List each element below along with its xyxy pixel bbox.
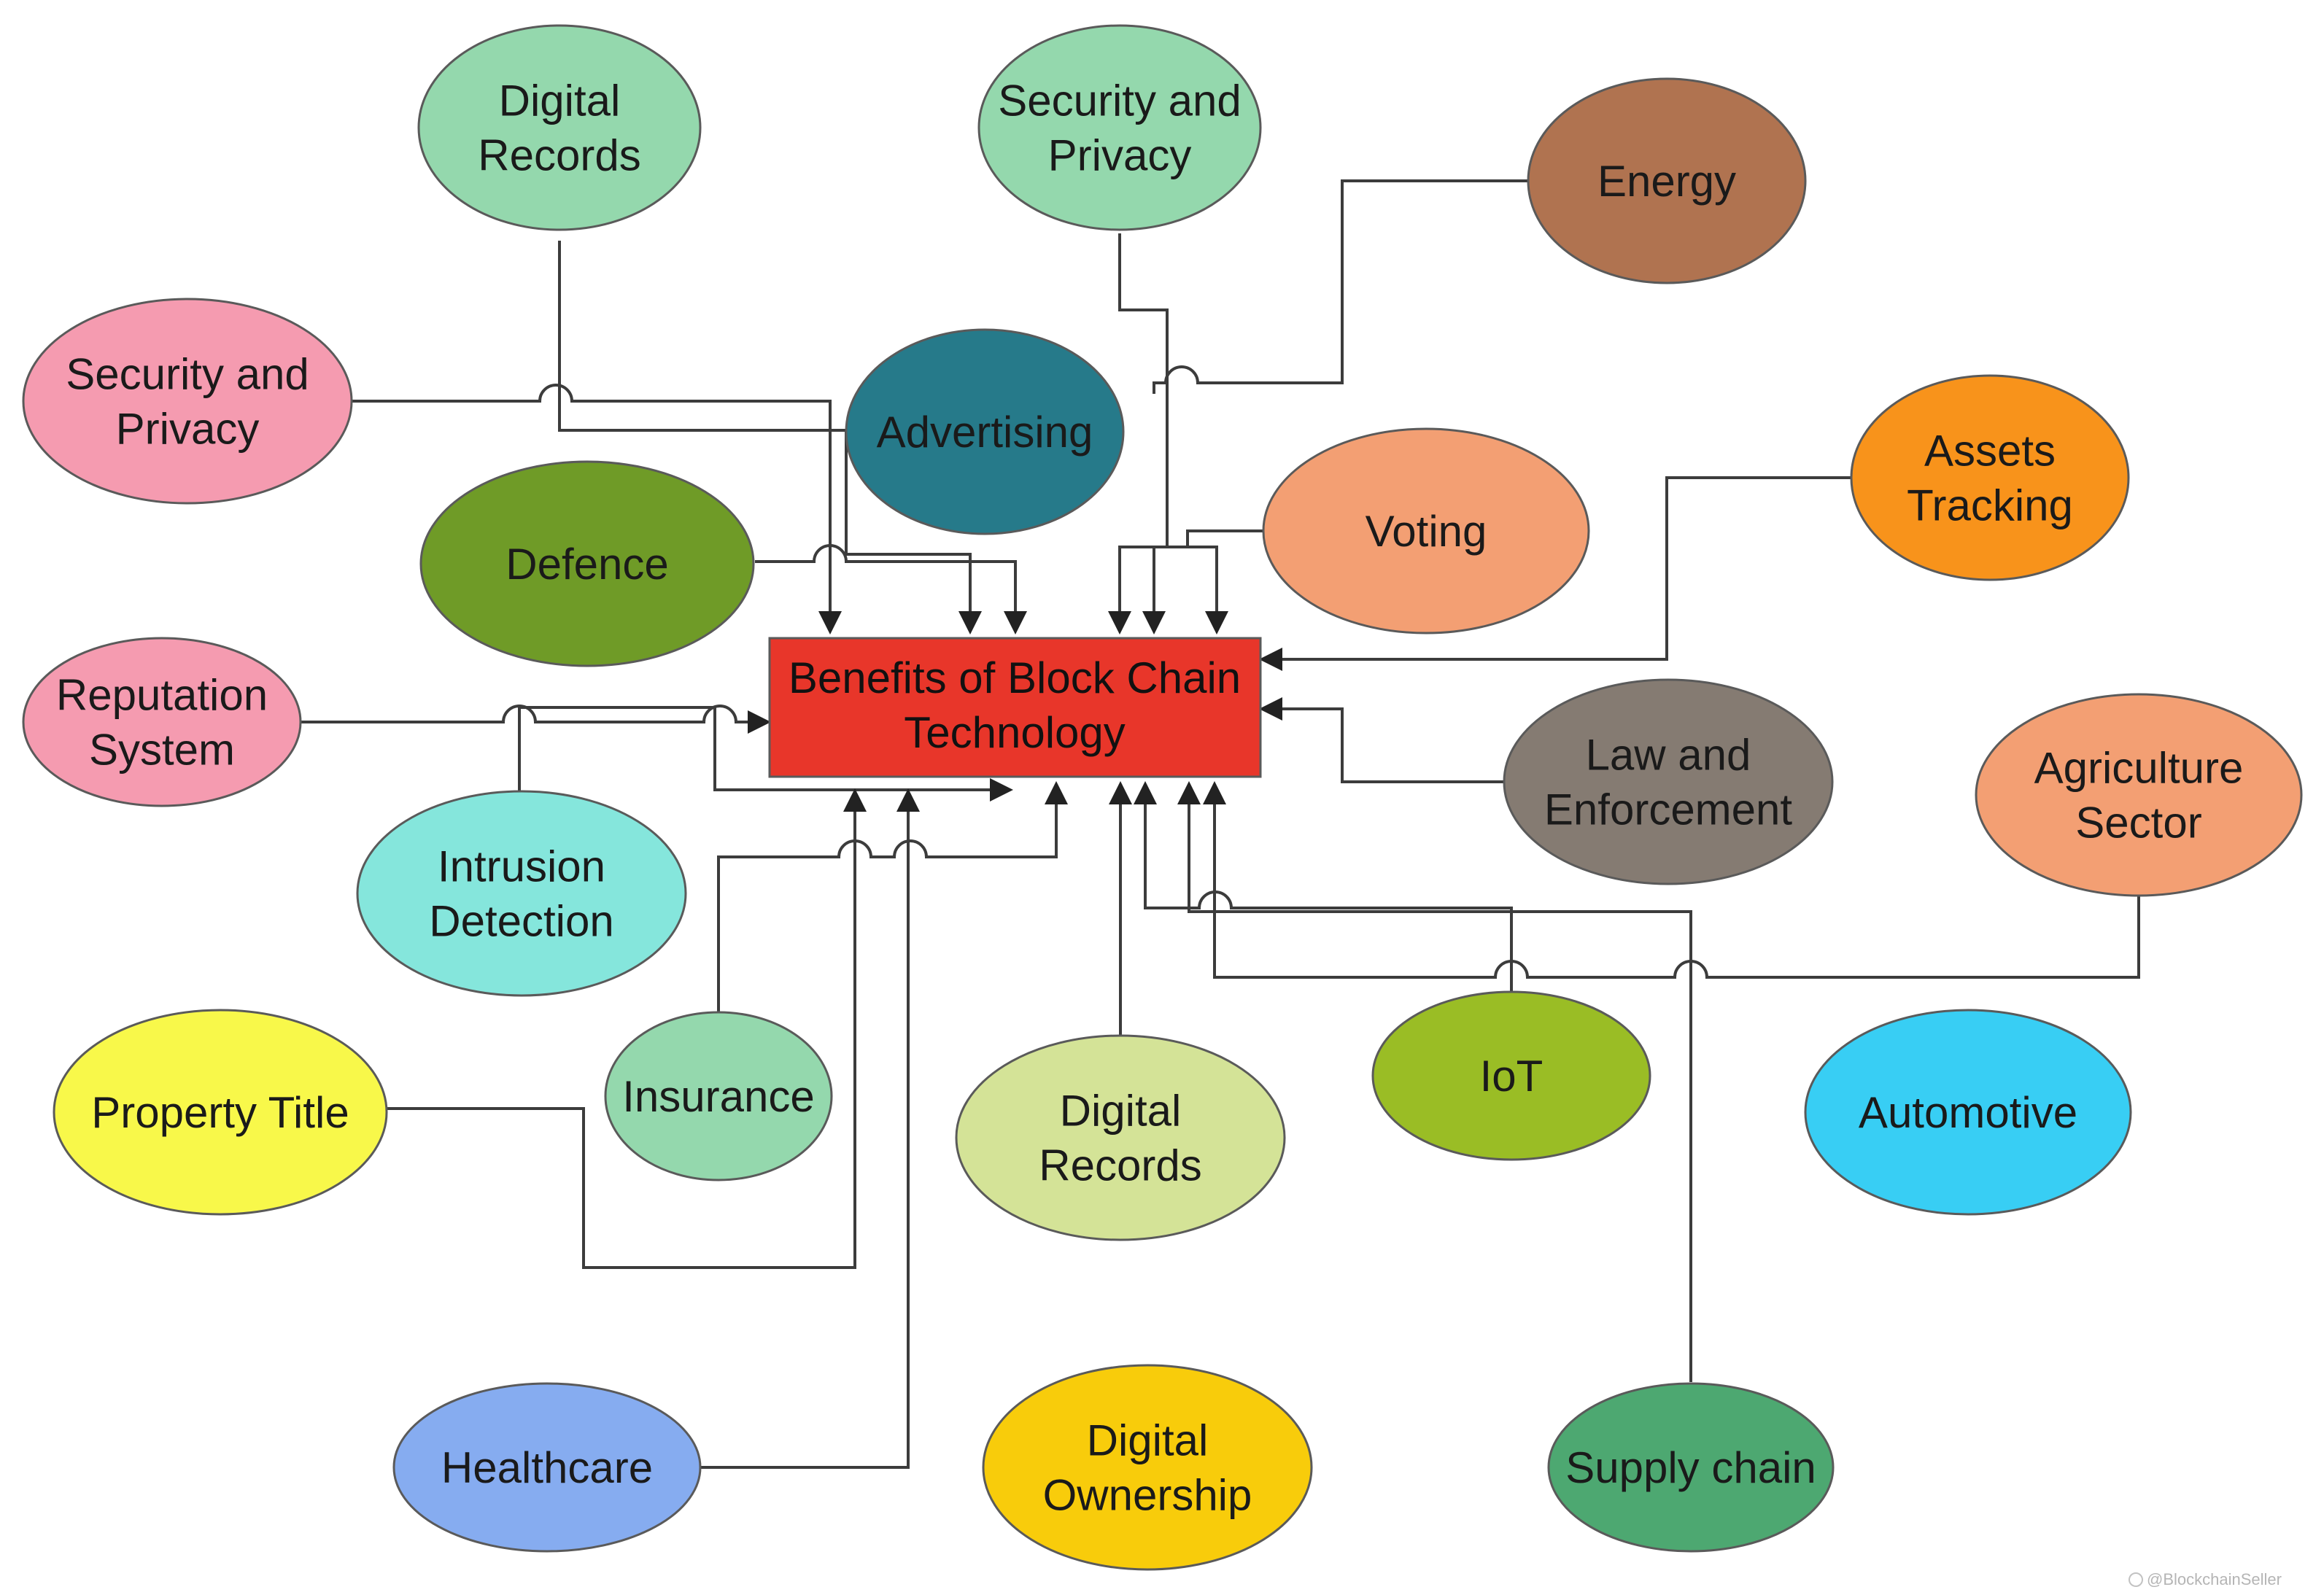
node-intrusion-detection-ellipse	[356, 790, 687, 997]
node-supply-chain-ellipse	[1547, 1382, 1835, 1553]
node-insurance-ellipse	[604, 1011, 833, 1181]
connector-intrusion-detection	[518, 706, 1013, 802]
watermark-logo-icon	[2129, 1572, 2143, 1587]
node-defence: Defence	[419, 460, 755, 667]
node-voting: Voting	[1262, 427, 1590, 634]
center-title-line-1: Benefits of Block Chain	[789, 653, 1241, 702]
node-energy-ellipse	[1527, 77, 1807, 284]
connector-defence	[755, 544, 1027, 634]
node-healthcare-label-1: Healthcare	[441, 1443, 653, 1492]
connector-insurance	[717, 781, 1068, 1014]
node-digital-ownership-label-2: Ownership	[1043, 1471, 1252, 1520]
node-agriculture-sector-ellipse	[1975, 693, 2303, 897]
node-iot: IoT	[1371, 990, 1651, 1161]
connector-energy	[1153, 179, 1532, 394]
node-digital-ownership-label-1: Digital	[1087, 1416, 1209, 1465]
connector-lines	[301, 179, 2140, 1469]
node-security-privacy-top-ellipse	[977, 24, 1262, 231]
node-law-enforcement-ellipse	[1503, 678, 1834, 885]
connector-voting	[1186, 529, 1266, 634]
node-property-title: Property Title	[53, 1009, 388, 1216]
node-agriculture-sector-label-1: Agriculture	[2034, 744, 2244, 793]
node-digital-records-top-ellipse	[417, 24, 702, 231]
node-digital-ownership-ellipse	[982, 1364, 1313, 1571]
connector-security-privacy-left	[350, 384, 842, 634]
node-insurance: Insurance	[604, 1011, 833, 1181]
node-security-privacy-left-label-2: Privacy	[116, 405, 260, 454]
node-healthcare-ellipse	[392, 1382, 702, 1553]
node-insurance-label-1: Insurance	[622, 1072, 815, 1121]
node-digital-records-top-label-1: Digital	[499, 77, 621, 125]
node-reputation-system-label-2: System	[89, 726, 235, 775]
node-advertising-label-1: Advertising	[877, 408, 1093, 457]
node-intrusion-detection-label-2: Detection	[429, 897, 613, 946]
node-advertising: Advertising	[845, 328, 1125, 535]
node-energy-label-1: Energy	[1597, 157, 1736, 206]
connector-digital-records-top	[558, 241, 982, 634]
node-digital-records-bottom-label-2: Records	[1039, 1141, 1201, 1190]
center-node: Benefits of Block Chain Technology	[768, 637, 1262, 778]
connector-law-enforcement	[1259, 697, 1506, 783]
node-supply-chain: Supply chain	[1547, 1382, 1835, 1553]
node-agriculture-sector-label-2: Sector	[2075, 799, 2201, 847]
node-digital-records-bottom-label-1: Digital	[1060, 1087, 1182, 1136]
node-law-enforcement-label-2: Enforcement	[1544, 785, 1792, 834]
connector-assets-tracking	[1259, 476, 1853, 671]
node-assets-tracking-label-1: Assets	[1924, 427, 2056, 476]
connector-property-title	[387, 788, 867, 1269]
connector-reputation-system	[301, 705, 771, 734]
node-energy: Energy	[1527, 77, 1807, 284]
node-assets-tracking-label-2: Tracking	[1907, 481, 2073, 530]
node-property-title-ellipse	[53, 1009, 388, 1216]
node-voting-label-1: Voting	[1366, 507, 1487, 556]
connector-supply-chain	[1177, 781, 1692, 1382]
node-defence-label-1: Defence	[506, 540, 668, 589]
node-supply-chain-label-1: Supply chain	[1565, 1443, 1816, 1492]
center-box	[768, 637, 1262, 778]
node-security-privacy-top-label-2: Privacy	[1048, 131, 1192, 180]
connector-iot	[1134, 781, 1513, 992]
node-automotive: Automotive	[1804, 1009, 2132, 1216]
connector-agriculture-sector	[1203, 781, 2140, 979]
node-security-privacy-top-label-1: Security and	[998, 77, 1242, 125]
node-iot-ellipse	[1371, 990, 1651, 1161]
node-assets-tracking-ellipse	[1850, 374, 2130, 581]
node-property-title-label-1: Property Title	[91, 1088, 349, 1137]
watermark-text: @BlockchainSeller	[2147, 1570, 2282, 1588]
node-security-privacy-left-ellipse	[22, 298, 353, 505]
node-law-enforcement-label-1: Law and	[1586, 731, 1751, 780]
node-digital-records-bottom-ellipse	[955, 1034, 1286, 1241]
center-title-line-2: Technology	[904, 708, 1126, 757]
watermark: @BlockchainSeller	[2129, 1570, 2282, 1588]
node-automotive-label-1: Automotive	[1859, 1088, 2077, 1137]
node-voting-ellipse	[1262, 427, 1590, 634]
node-intrusion-detection-label-1: Intrusion	[438, 842, 605, 891]
node-automotive-ellipse	[1804, 1009, 2132, 1216]
node-reputation-system-ellipse	[22, 637, 302, 807]
node-security-privacy-left-label-1: Security and	[66, 350, 309, 399]
connector-healthcare	[700, 788, 920, 1469]
node-reputation-system-label-1: Reputation	[56, 671, 268, 720]
node-iot-label-1: IoT	[1480, 1052, 1543, 1101]
node-defence-ellipse	[419, 460, 755, 667]
node-digital-records-top-label-2: Records	[478, 131, 640, 180]
connector-voting-branch	[1108, 546, 1188, 634]
node-healthcare: Healthcare	[392, 1382, 702, 1553]
connector-security-privacy-top	[1118, 233, 1169, 634]
node-advertising-ellipse	[845, 328, 1125, 535]
